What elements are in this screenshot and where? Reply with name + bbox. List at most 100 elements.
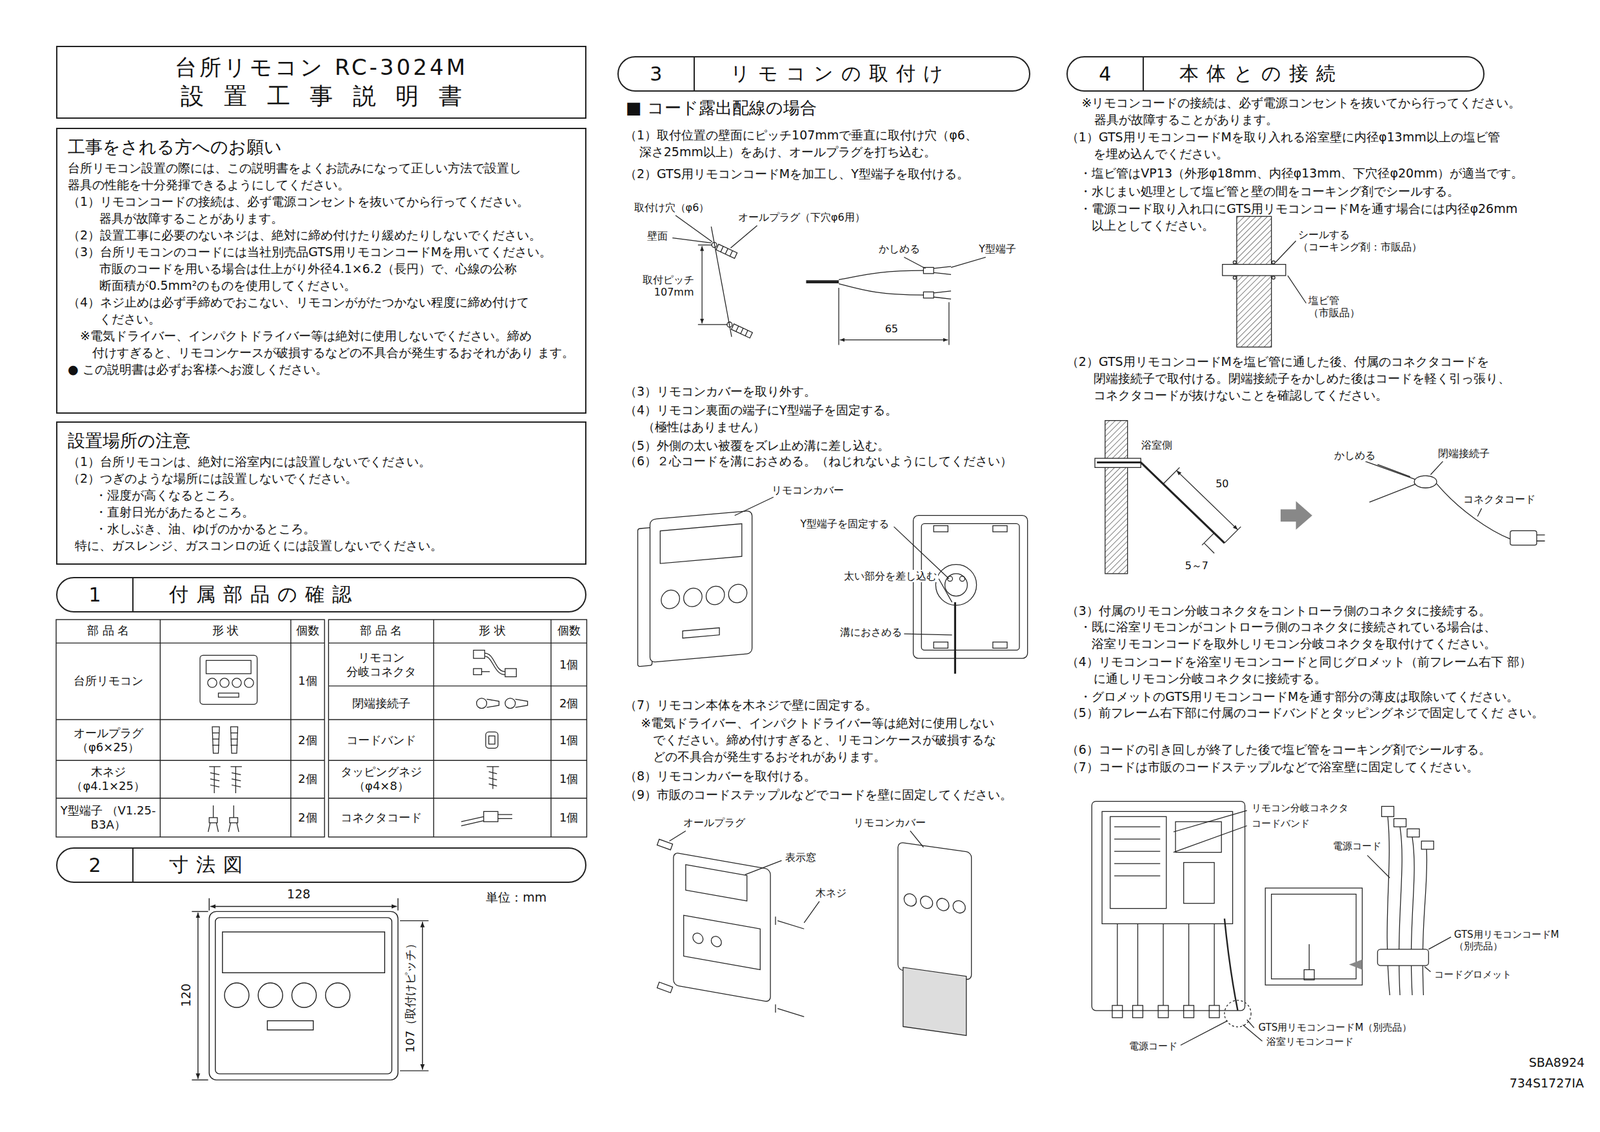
remote-mount-figure [745, 860, 782, 875]
body-text: ・水しぶき、油、ゆげのかかるところ。 [67, 520, 575, 537]
instruction-text: （1）取付位置の壁面にピッチ107mmで垂直に取付け穴（φ6、 深さ25mm以上… [624, 126, 1033, 160]
heater-figure [1158, 1005, 1169, 1018]
part-icon [212, 732, 239, 746]
remote-back-figure [935, 564, 977, 606]
callout-label: コードバンド [1250, 817, 1311, 830]
heater-figure [1180, 1020, 1228, 1046]
mounting-figure [701, 245, 703, 324]
remote-mount-figure [936, 897, 950, 912]
heading-text: 設置場所の注意 [67, 427, 575, 453]
pipe-figure [1222, 264, 1286, 276]
pipe-figure [1271, 260, 1275, 264]
callout-label: Y型端子を固定する [798, 517, 891, 530]
callout-label: 5～7 [1183, 559, 1210, 572]
part-icon [207, 678, 217, 688]
table-header: 部品名 [56, 623, 160, 638]
heater-figure [1407, 828, 1420, 837]
table-cell: コネクタコード [328, 810, 434, 825]
callout-label: 浴室リモコンコード [1265, 1035, 1355, 1048]
cord-figure [1094, 420, 1545, 574]
heater-figure [1367, 854, 1390, 878]
remote-back-figure [913, 515, 1028, 659]
part-icon [485, 731, 499, 748]
dimension-drawing [224, 982, 250, 1008]
dimension-drawing [397, 898, 399, 911]
part-icon [476, 698, 488, 709]
remote-mount-figure [685, 864, 748, 901]
part-icon [473, 649, 485, 659]
heater-figure [1271, 893, 1357, 979]
remote-mount-figure [803, 901, 820, 923]
part-icon [244, 678, 254, 688]
callout-label: SBA8924 [1527, 1054, 1586, 1070]
heading-text: 3 [618, 57, 695, 91]
remote-back-figure [933, 525, 948, 532]
callout-label: 単位：mm [484, 889, 548, 905]
parts-table [56, 760, 325, 761]
part-icon [498, 814, 513, 819]
instruction-text: （5）外側の太い被覆をズレ止め溝に差し込む。 [624, 436, 1033, 454]
table-cell: 木ネジ （φ4.1×25） [56, 764, 160, 793]
dimension-drawing [215, 917, 393, 1074]
dimension-drawing [209, 898, 210, 911]
part-icon [473, 668, 482, 675]
remote-back-figure [682, 627, 720, 639]
cord-figure [1477, 508, 1482, 517]
section-band: 2寸法図 [56, 847, 587, 883]
remote-mount-figure [898, 841, 972, 1037]
mounting-figure [731, 323, 753, 339]
instruction-text: （4）リモコンコードを浴室リモコンコードと同じグロメット（前フレーム右下 部）に… [1066, 652, 1567, 687]
instruction-text: （6）コードの引き回しが終了した後で塩ビ管をコーキング剤でシールする。 [1066, 740, 1567, 758]
callout-label: オールプラグ（下穴φ6用） [736, 210, 867, 224]
instruction-text: ・既に浴室リモコンがコントローラ側のコネクタに接続されている場合は、 浴室リモコ… [1079, 618, 1570, 652]
cord-figure [1377, 464, 1411, 477]
heater-figure [1110, 816, 1167, 908]
pipe-figure [1232, 260, 1237, 264]
heater-figure [1303, 969, 1315, 980]
heater-figure [1424, 966, 1431, 972]
heater-figure [1112, 1005, 1123, 1018]
mounting-figure [948, 301, 950, 345]
heater-figure [1114, 826, 1160, 876]
callout-label: GTS用リモコンコードM （別売品） [1454, 928, 1582, 952]
table-cell: 1個 [290, 673, 325, 688]
remote-back-figure [947, 576, 953, 582]
instruction-text: ※リモコンコードの接続は、必ず電源コンセントを抜いてから行ってください。 器具が… [1081, 94, 1572, 128]
remote-back-figure [638, 496, 1028, 674]
heading-text: 台所リモコン RC-3024M [174, 52, 468, 82]
body-text: ・直射日光があたるところ。 [67, 503, 575, 520]
mounting-figure [710, 226, 732, 337]
callout-label: 溝におさめる [838, 625, 904, 639]
heater-figure [1381, 805, 1395, 817]
callout-label: 浴室側 [1140, 438, 1174, 451]
part-icon [209, 766, 220, 793]
callout-label: 表示窓 [783, 850, 818, 864]
table-cell: 1個 [550, 732, 587, 748]
mounting-figure [933, 290, 951, 300]
dimension-label: 107（取付けピッチ） [403, 936, 418, 1054]
heater-figure [1247, 1019, 1255, 1028]
table-header: 部品名 [328, 623, 434, 638]
part-icon [515, 698, 528, 708]
remote-mount-figure [952, 899, 966, 914]
part-icon [230, 766, 242, 793]
heater-figure [1183, 861, 1215, 903]
cord-figure [1414, 475, 1437, 488]
parts-table [328, 619, 587, 837]
cord-figure [1280, 501, 1313, 530]
parts-table [160, 619, 161, 837]
parts-table [328, 797, 587, 799]
callout-label: 閉端接続子 [1436, 447, 1491, 460]
dimension-drawing [421, 921, 423, 1070]
parts-table [432, 619, 434, 837]
mounting-figure [711, 242, 717, 248]
table-cell: 1個 [550, 657, 587, 672]
dimension-drawing [400, 1069, 429, 1071]
mounting-figure [838, 283, 924, 295]
callout-label: 電源コード [1331, 840, 1383, 852]
instruction-text: （1）GTS用リモコンコードMを取り入れる浴室壁に内径φ13mm以上の塩ビ管 を… [1066, 128, 1567, 162]
parts-table [328, 642, 587, 644]
remote-back-figure [728, 583, 747, 604]
instruction-text: （8）リモコンカバーを取付ける。 [624, 767, 1033, 784]
